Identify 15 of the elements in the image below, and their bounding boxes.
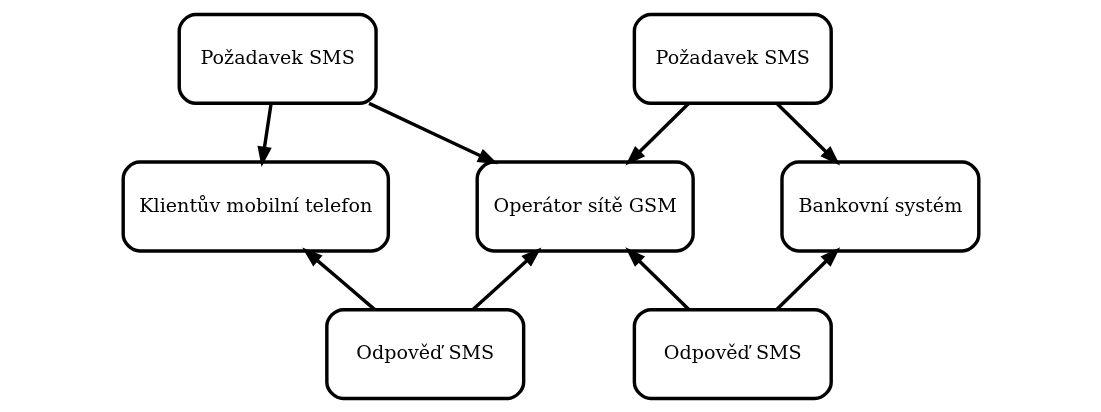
node-box: Operátor sítě GSM <box>475 159 695 253</box>
arrow <box>301 247 376 311</box>
arrow <box>624 246 690 311</box>
arrow <box>775 246 840 311</box>
node-box: Odpověď SMS <box>324 307 525 400</box>
node-box: Odpověď SMS <box>632 307 833 400</box>
arrow <box>624 101 690 166</box>
node-box: Bankovní systém <box>779 159 980 253</box>
node-box: Klientův mobilní telefon <box>121 159 390 253</box>
arrow <box>367 101 498 164</box>
node-box: Požadavek SMS <box>177 12 378 105</box>
arrow <box>471 246 541 311</box>
arrow <box>774 101 840 166</box>
node-box: Požadavek SMS <box>632 12 833 105</box>
arrow <box>256 102 273 167</box>
